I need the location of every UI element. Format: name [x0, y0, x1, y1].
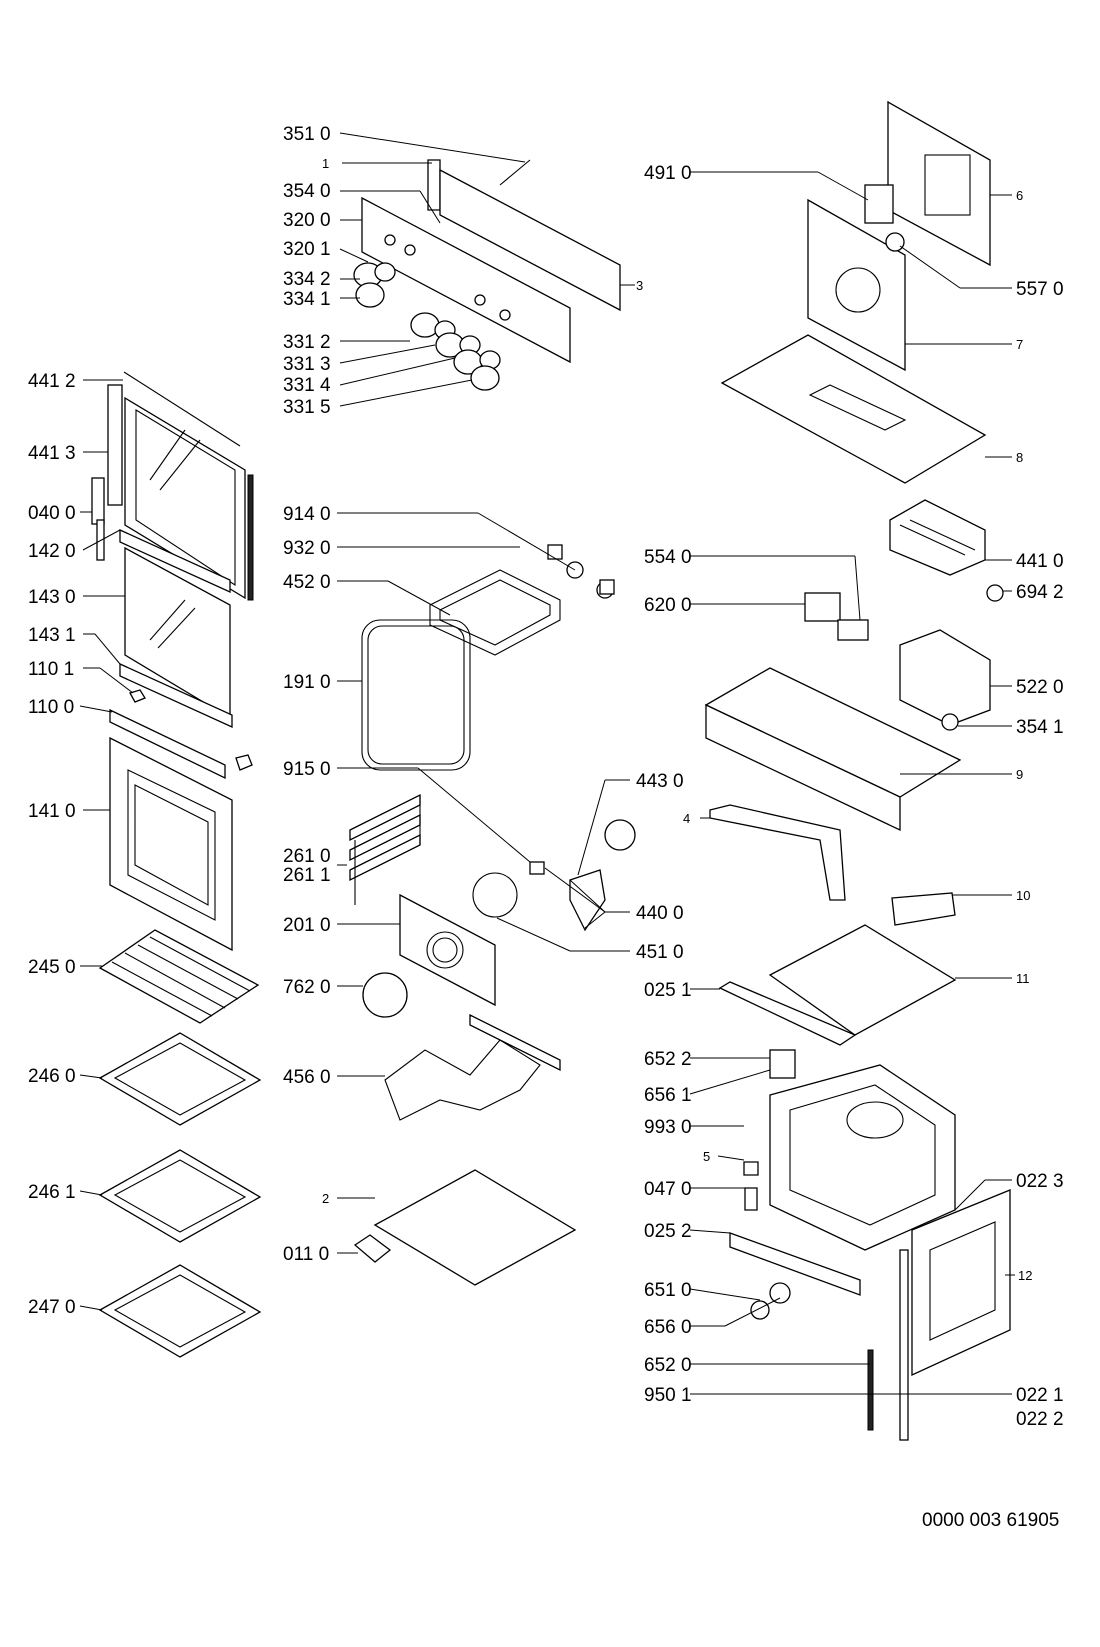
label-143-1: 143 1 — [28, 625, 76, 646]
label-141-0: 141 0 — [28, 801, 76, 822]
label-440-0: 440 0 — [636, 903, 684, 924]
label-022-2: 022 2 — [1016, 1409, 1064, 1430]
heating-elements — [361, 544, 615, 771]
label-331-3: 331 3 — [283, 354, 331, 375]
label-011-0: 011 0 — [283, 1244, 329, 1265]
label-456-0: 456 0 — [283, 1067, 331, 1088]
label-8: 8 — [1016, 450, 1023, 465]
label-2: 2 — [322, 1191, 329, 1206]
leader-lines — [79, 132, 1015, 1395]
shelf-supports-and-fan — [349, 793, 636, 1286]
label-331-4: 331 4 — [283, 375, 331, 396]
label-9: 9 — [1016, 767, 1023, 782]
label-261-0: 261 0 — [283, 846, 331, 867]
racks-and-trays — [98, 929, 262, 1358]
label-022-3: 022 3 — [1016, 1171, 1064, 1192]
label-762-0: 762 0 — [283, 977, 331, 998]
label-652-2: 652 2 — [644, 1049, 692, 1070]
label-491-0: 491 0 — [644, 163, 692, 184]
label-557-0: 557 0 — [1016, 279, 1064, 300]
label-10: 10 — [1016, 888, 1030, 903]
label-247-0: 247 0 — [28, 1297, 76, 1318]
label-022-1: 022 1 — [1016, 1385, 1064, 1406]
label-443-0: 443 0 — [636, 771, 684, 792]
fans-and-switches — [704, 499, 1004, 901]
label-694-2: 694 2 — [1016, 582, 1064, 603]
label-4: 4 — [683, 811, 690, 826]
label-950-1: 950 1 — [644, 1385, 692, 1406]
label-142-0: 142 0 — [28, 541, 76, 562]
label-3: 3 — [636, 278, 643, 293]
label-354-0: 354 0 — [283, 181, 331, 202]
label-522-0: 522 0 — [1016, 677, 1064, 698]
label-7: 7 — [1016, 337, 1023, 352]
label-246-1: 246 1 — [28, 1182, 76, 1203]
label-651-0: 651 0 — [644, 1280, 692, 1301]
label-932-0: 932 0 — [283, 538, 331, 559]
label-554-0: 554 0 — [644, 547, 692, 568]
label-261-1: 261 1 — [283, 865, 331, 886]
label-143-0: 143 0 — [28, 587, 76, 608]
label-656-0: 656 0 — [644, 1317, 692, 1338]
label-320-0: 320 0 — [283, 210, 331, 231]
back-panels — [720, 100, 991, 484]
label-656-1: 656 1 — [644, 1085, 692, 1106]
label-11: 11 — [1016, 971, 1030, 986]
label-331-5: 331 5 — [283, 397, 331, 418]
label-201-0: 201 0 — [283, 915, 331, 936]
label-191-0: 191 0 — [283, 672, 331, 693]
control-panel-assembly — [353, 159, 621, 391]
door-assembly — [91, 371, 254, 952]
label-5: 5 — [703, 1149, 710, 1164]
label-915-0: 915 0 — [283, 759, 331, 780]
part-labels: 351 0 1 354 0 320 0 320 1 334 2 334 1 33… — [28, 124, 1064, 1430]
document-number: 0000 003 61905 — [922, 1510, 1060, 1531]
label-246-0: 246 0 — [28, 1066, 76, 1087]
label-993-0: 993 0 — [644, 1117, 692, 1138]
label-441-0: 441 0 — [1016, 551, 1064, 572]
label-334-2: 334 2 — [283, 269, 331, 290]
label-025-2: 025 2 — [644, 1221, 692, 1242]
label-351-0: 351 0 — [283, 124, 331, 145]
label-6: 6 — [1016, 188, 1023, 203]
label-441-2: 441 2 — [28, 371, 76, 392]
label-914-0: 914 0 — [283, 504, 331, 525]
label-354-1: 354 1 — [1016, 717, 1064, 738]
label-110-0: 110 0 — [28, 697, 74, 718]
label-334-1: 334 1 — [283, 289, 331, 310]
oven-cavity — [718, 892, 1011, 1441]
label-452-0: 452 0 — [283, 572, 331, 593]
label-12: 12 — [1018, 1268, 1032, 1283]
label-245-0: 245 0 — [28, 957, 76, 978]
label-441-3: 441 3 — [28, 443, 76, 464]
label-331-2: 331 2 — [283, 332, 331, 353]
label-652-0: 652 0 — [644, 1355, 692, 1376]
label-047-0: 047 0 — [644, 1179, 692, 1200]
label-025-1: 025 1 — [644, 980, 692, 1001]
label-320-1: 320 1 — [283, 239, 331, 260]
label-1: 1 — [322, 156, 329, 171]
label-451-0: 451 0 — [636, 942, 684, 963]
label-620-0: 620 0 — [644, 595, 692, 616]
label-040-0: 040 0 — [28, 503, 76, 524]
label-110-1: 110 1 — [28, 659, 74, 680]
